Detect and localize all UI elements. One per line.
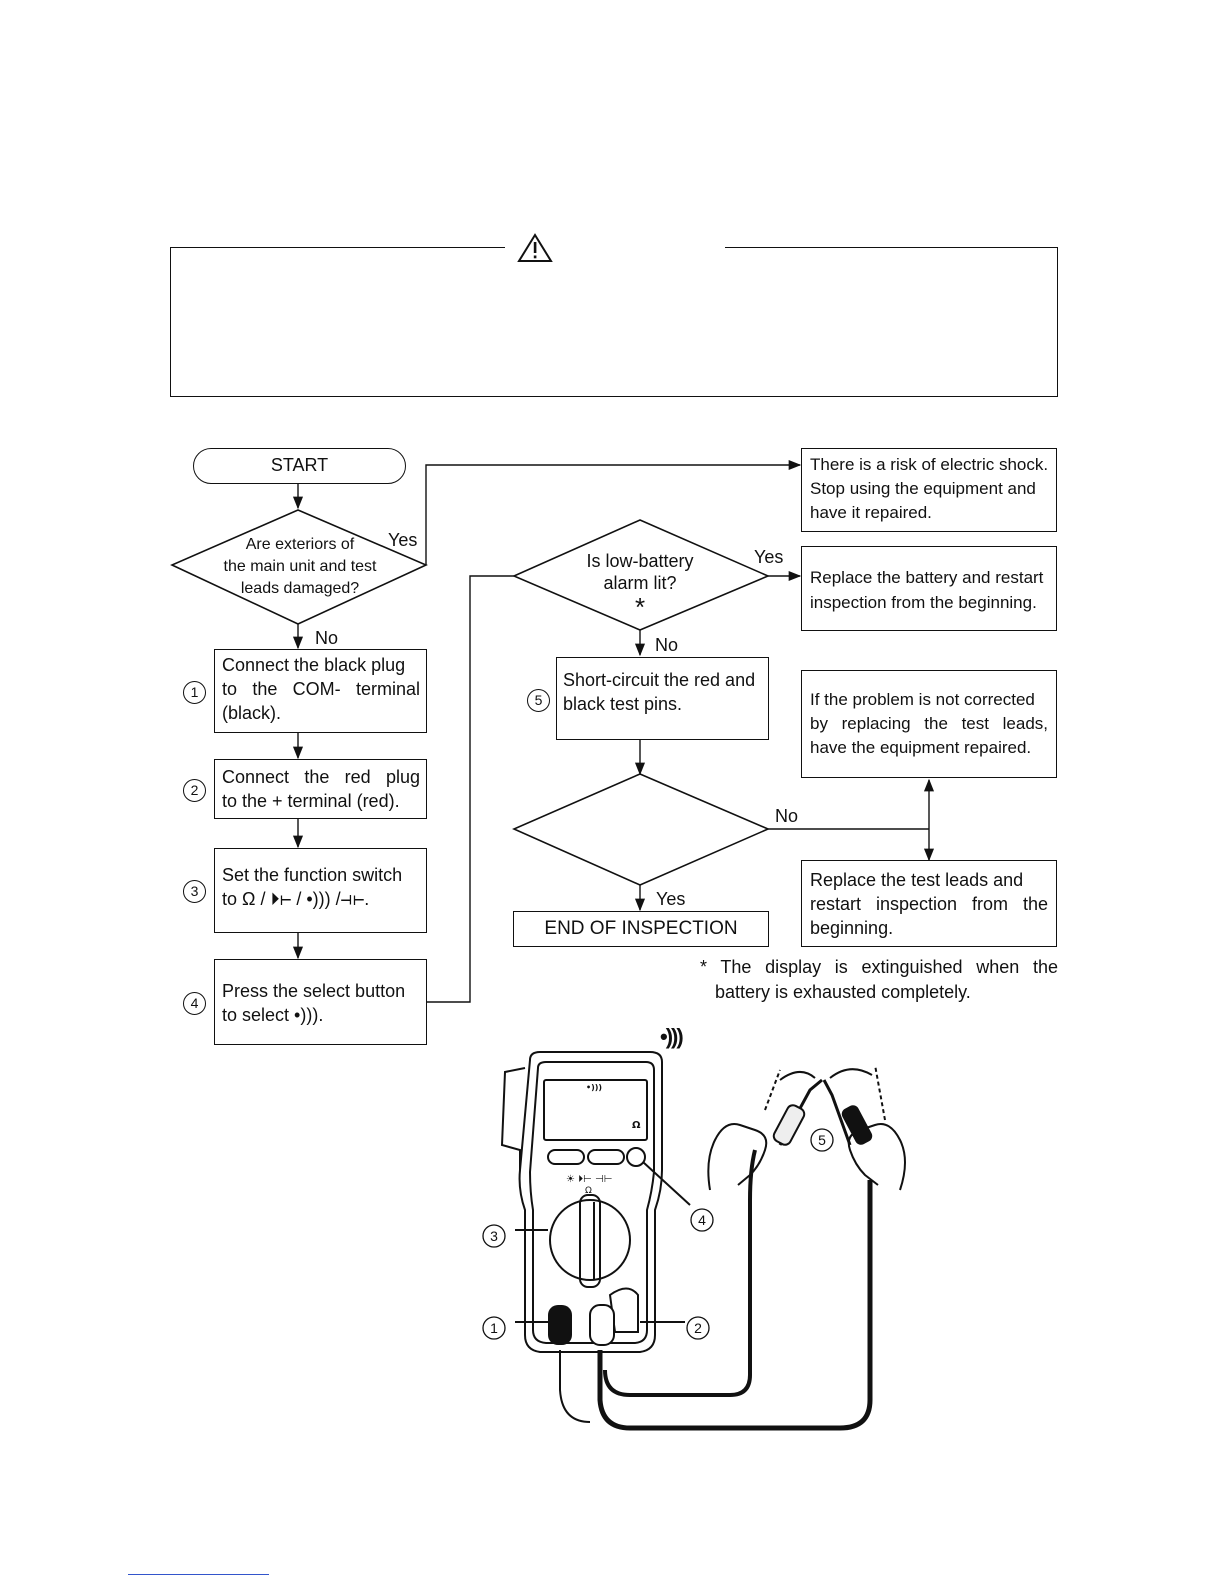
result-damaged-box: There is a risk of electric shock. Stop …	[801, 448, 1057, 532]
svg-text:Ω: Ω	[585, 1186, 592, 1196]
footnote-line: * The display is extinguished when the	[700, 957, 1058, 977]
decision-battery-yes-label: Yes	[754, 547, 784, 567]
step1-line: (black).	[222, 703, 282, 723]
result-replace-leads-line: Replace the test leads and	[810, 870, 1024, 890]
decision-result-no-label: No	[775, 806, 799, 826]
end-box: END OF INSPECTION	[513, 911, 769, 947]
step2-line: to the + terminal (red).	[222, 791, 400, 811]
decision-damaged-text: Are exteriors of the main unit and test …	[215, 534, 385, 600]
step3-line: Set the function switch	[222, 865, 403, 885]
end-label: END OF INSPECTION	[544, 918, 738, 939]
caution-frame	[170, 247, 1058, 397]
decision-damaged-diamond	[170, 509, 428, 625]
svg-text:4: 4	[698, 1212, 706, 1228]
step5-line: Short-circuit the red and	[563, 670, 756, 690]
step1-line: Connect the black plug	[222, 655, 406, 675]
caution-header-gap	[505, 236, 725, 258]
result-damaged-line: There is a risk of electric shock.	[810, 455, 1049, 474]
decision-result-yes-label: Yes	[656, 889, 686, 909]
result-damaged-line: Stop using the equipment and	[810, 479, 1036, 498]
result-battery-line: inspection from the beginning.	[810, 593, 1037, 612]
display-ohm-unit: Ω	[632, 1120, 641, 1131]
svg-text:1: 1	[490, 1320, 498, 1336]
result-replace-leads-line: restart inspection from the	[810, 894, 1048, 914]
decision-damaged-no-label: No	[315, 628, 339, 648]
step3-box: Set the function switch to Ω / ⏵⊢ / •)))…	[214, 848, 427, 933]
svg-text:3: 3	[490, 1228, 498, 1244]
step5-number: 5	[527, 689, 550, 712]
decision-battery-text: Is low-battery alarm lit? *	[560, 550, 720, 620]
decision-battery-diamond	[512, 519, 771, 631]
footer-rule	[128, 1574, 269, 1575]
decision-damaged-line: leads damaged?	[240, 580, 360, 597]
step1-line: to the COM- terminal	[222, 679, 420, 699]
result-not-corrected-line: If the problem is not corrected	[810, 690, 1035, 709]
result-not-corrected-box: If the problem is not corrected by repla…	[801, 670, 1057, 778]
result-replace-leads-line: beginning.	[810, 918, 894, 938]
svg-text:5: 5	[818, 1132, 826, 1148]
result-battery-line: Replace the battery and restart	[810, 568, 1044, 587]
step2-box: Connect the red plug to the + terminal (…	[214, 759, 427, 819]
step2-line: Connect the red plug	[222, 767, 420, 787]
result-not-corrected-line: have the equipment repaired.	[810, 738, 1032, 757]
result-damaged-line: have it repaired.	[810, 503, 932, 522]
multimeter-illustration: ☀ ⏵⊢ ⊣⊢ Ω •))) Ω 3 1 2 4 5	[482, 1051, 906, 1431]
step3-number: 3	[183, 880, 206, 903]
start-label: START	[270, 455, 329, 475]
step4-number: 4	[183, 992, 206, 1015]
result-not-corrected-line: by replacing the test leads,	[810, 714, 1048, 733]
decision-battery-line: Is low-battery	[586, 551, 694, 571]
start-terminator: START	[193, 448, 406, 484]
svg-text:☀ ⏵⊢ ⊣⊢: ☀ ⏵⊢ ⊣⊢	[566, 1174, 612, 1185]
step5-box: Short-circuit the red and black test pin…	[556, 657, 769, 740]
step4-line: Press the select button	[222, 981, 406, 1001]
warning-triangle-icon	[517, 233, 553, 262]
step4-box: Press the select button to select •))).	[214, 959, 427, 1045]
step3-line: to Ω / ⏵⊢ / •))) /⊣⊢.	[222, 889, 370, 909]
step1-number: 1	[183, 681, 206, 704]
result-replace-leads-box: Replace the test leads and restart inspe…	[801, 860, 1057, 947]
decision-result-diamond	[512, 773, 771, 886]
decision-damaged-yes-label: Yes	[388, 530, 418, 550]
step1-box: Connect the black plug to the COM- termi…	[214, 649, 427, 733]
continuity-symbol: •)))	[660, 1024, 684, 1049]
step4-line: to select •))).	[222, 1005, 324, 1025]
footnote-line: battery is exhausted completely.	[715, 982, 971, 1002]
decision-battery-no-label: No	[655, 635, 679, 655]
decision-damaged-line: Are exteriors of	[245, 536, 355, 553]
svg-text:2: 2	[694, 1320, 702, 1336]
result-battery-box: Replace the battery and restart inspecti…	[801, 546, 1057, 631]
footnote-asterisk: *	[634, 592, 646, 622]
step5-line: black test pins.	[563, 694, 683, 714]
footnote: * The display is extinguished when the b…	[700, 955, 1058, 1005]
decision-battery-line: alarm lit?	[603, 573, 677, 593]
display-continuity-icon: •)))	[586, 1083, 602, 1092]
step2-number: 2	[183, 779, 206, 802]
decision-damaged-line: the main unit and test	[223, 558, 377, 575]
